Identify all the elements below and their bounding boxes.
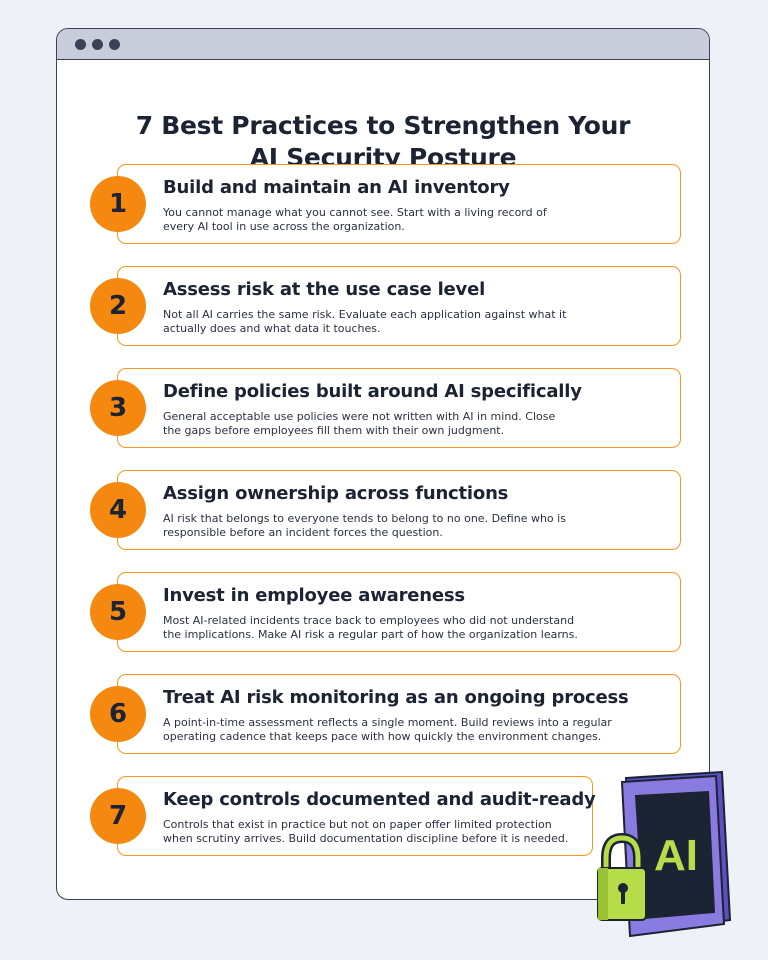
practice-title: Assign ownership across functions bbox=[163, 483, 509, 504]
practice-card-1: 1 Build and maintain an AI inventory You… bbox=[90, 164, 681, 244]
lock-icon bbox=[597, 832, 647, 921]
practice-description: Not all AI carries the same risk. Evalua… bbox=[163, 308, 567, 335]
practice-card-2: 2 Assess risk at the use case level Not … bbox=[90, 266, 681, 346]
practice-title: Assess risk at the use case level bbox=[163, 279, 486, 300]
number-badge: 5 bbox=[90, 584, 146, 640]
window-dot-icon bbox=[75, 38, 86, 50]
ai-label: AI bbox=[654, 831, 698, 880]
practice-card-4: 4 Assign ownership across functions AI r… bbox=[90, 470, 681, 550]
practice-description: You cannot manage what you cannot see. S… bbox=[163, 206, 547, 233]
practice-card-7: 7 Keep controls documented and audit-rea… bbox=[90, 776, 596, 856]
practice-card-5: 5 Invest in employee awareness Most AI-r… bbox=[90, 572, 681, 652]
practice-description: A point-in-time assessment reflects a si… bbox=[163, 716, 612, 743]
number-badge: 3 bbox=[90, 380, 146, 436]
practice-title: Treat AI risk monitoring as an ongoing p… bbox=[163, 687, 629, 708]
ai-lock-illustration: AI bbox=[597, 770, 732, 938]
practice-title: Define policies built around AI specific… bbox=[163, 381, 582, 402]
practice-description: AI risk that belongs to everyone tends t… bbox=[163, 512, 566, 539]
practice-card-3: 3 Define policies built around AI specif… bbox=[90, 368, 681, 448]
practice-card-6: 6 Treat AI risk monitoring as an ongoing… bbox=[90, 674, 681, 754]
practice-description: General acceptable use policies were not… bbox=[163, 410, 556, 437]
practice-title: Keep controls documented and audit-ready bbox=[163, 789, 596, 810]
number-badge: 4 bbox=[90, 482, 146, 538]
window-dot-icon bbox=[109, 38, 120, 50]
number-badge: 1 bbox=[90, 176, 146, 232]
practice-title: Invest in employee awareness bbox=[163, 585, 465, 606]
browser-window: 7 Best Practices to Strengthen Your AI S… bbox=[56, 28, 710, 900]
number-badge: 2 bbox=[90, 278, 146, 334]
number-badge: 6 bbox=[90, 686, 146, 742]
window-dot-icon bbox=[92, 38, 103, 50]
practice-title: Build and maintain an AI inventory bbox=[163, 177, 510, 198]
number-badge: 7 bbox=[90, 788, 146, 844]
practice-description: Controls that exist in practice but not … bbox=[163, 818, 569, 845]
page-title-line1: 7 Best Practices to Strengthen Your bbox=[135, 111, 631, 140]
practice-description: Most AI-related incidents trace back to … bbox=[163, 614, 578, 641]
window-titlebar bbox=[57, 29, 709, 60]
